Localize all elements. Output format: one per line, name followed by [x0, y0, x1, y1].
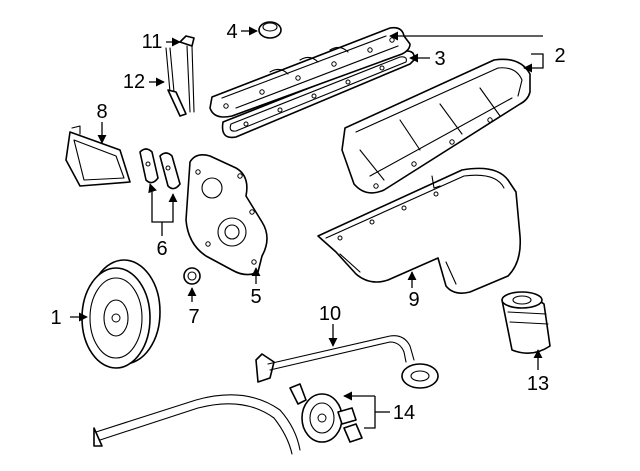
callout-13: 13 — [527, 373, 549, 395]
callout-10: 10 — [319, 303, 341, 325]
oil-filler-cap — [258, 21, 282, 39]
timing-cover-gaskets — [139, 148, 181, 190]
oil-pickup-tube — [255, 335, 439, 389]
oil-pan — [317, 167, 522, 294]
callout-4: 4 — [226, 21, 237, 43]
callout-6: 6 — [156, 238, 167, 260]
callout-7: 7 — [188, 306, 199, 328]
callout-11: 11 — [142, 31, 163, 53]
timing-cover — [185, 154, 268, 276]
front-crank-seal — [183, 267, 201, 285]
oil-pump-assembly — [93, 383, 363, 455]
callout-14: 14 — [393, 402, 415, 424]
valve-cover-left — [209, 26, 411, 118]
callout-9: 9 — [408, 289, 419, 311]
callout-12: 12 — [123, 71, 145, 93]
crankcase-vent-filter — [65, 125, 131, 187]
callout-5: 5 — [250, 286, 261, 308]
leader-lines — [70, 26, 544, 429]
dipstick-tube — [165, 47, 187, 117]
callout-1: 1 — [50, 307, 61, 329]
valve-cover-right — [341, 58, 531, 194]
oil-dipstick — [179, 35, 195, 113]
callout-labels: 1 2 3 4 5 6 7 8 9 10 11 12 13 14 — [50, 21, 565, 424]
oil-filter — [501, 291, 551, 354]
callout-2: 2 — [554, 45, 565, 67]
harmonic-balancer — [81, 259, 161, 369]
callout-3: 3 — [434, 48, 445, 70]
callout-8: 8 — [96, 101, 107, 123]
